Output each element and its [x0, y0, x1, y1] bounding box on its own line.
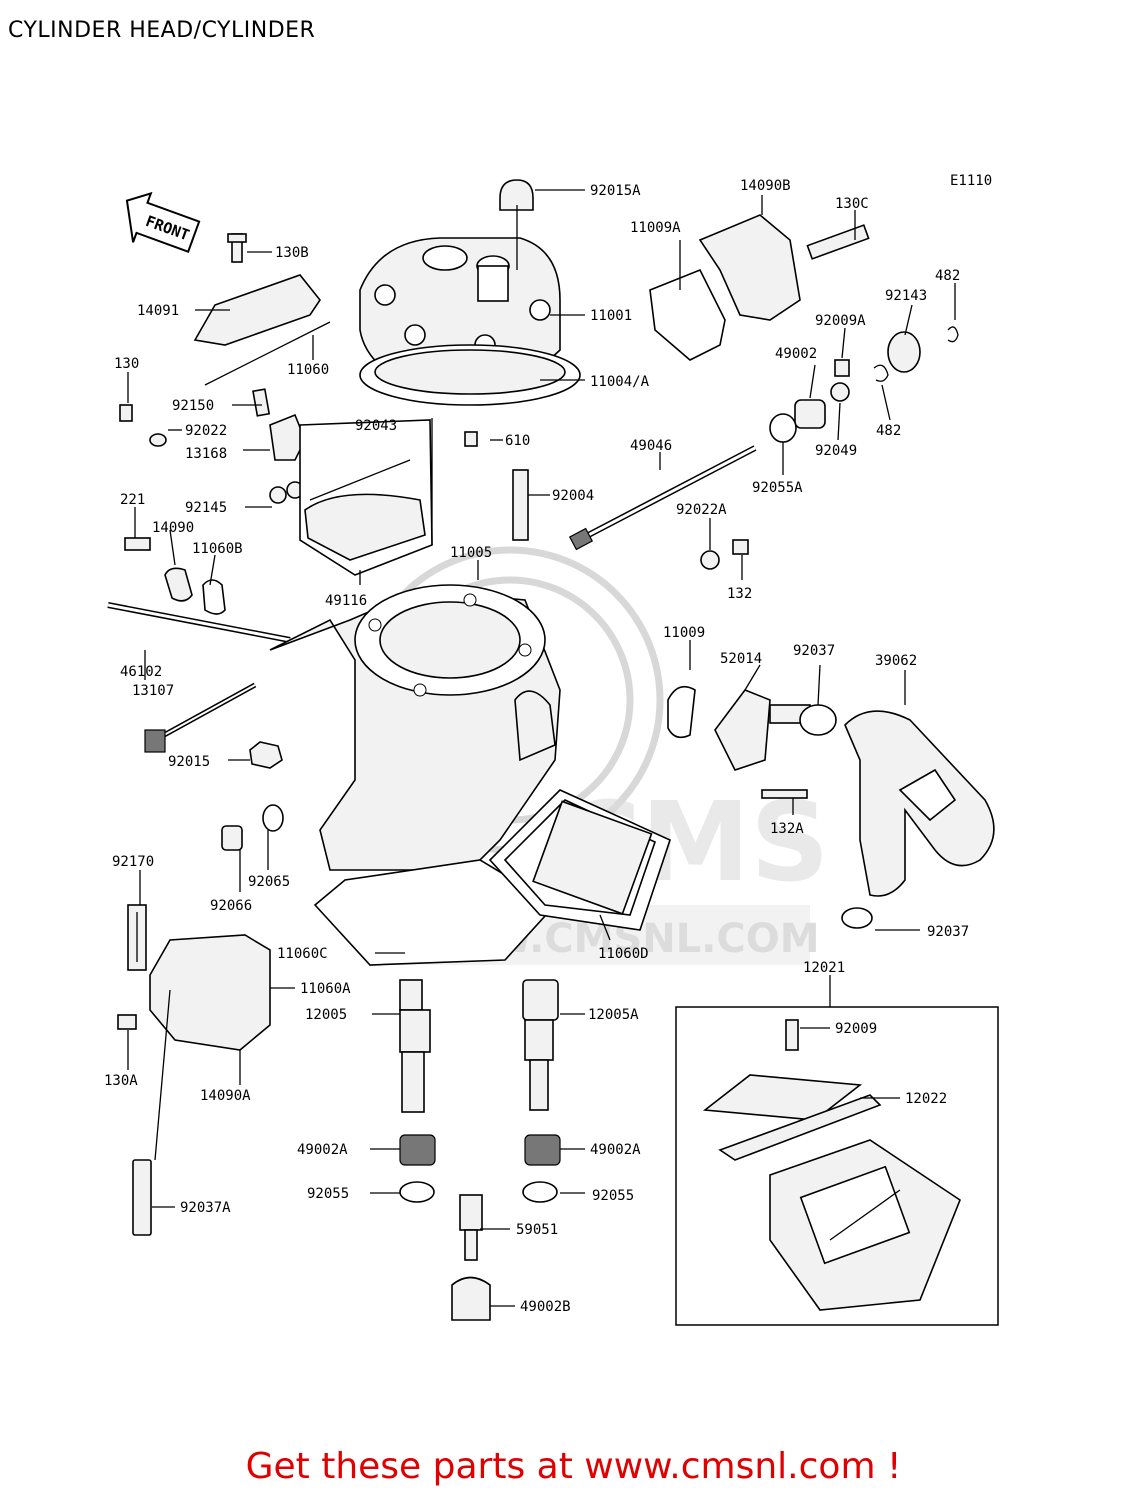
part-label-92022: 92022 [185, 423, 227, 439]
part-label-14090B: 14090B [740, 178, 791, 194]
part-label-130B: 130B [275, 245, 309, 261]
part-label-92015A: 92015A [590, 183, 641, 199]
part-label-92037-bottom: 92037 [927, 924, 969, 940]
part-label-49002A-left: 49002A [297, 1142, 348, 1158]
part-label-92066: 92066 [210, 898, 252, 914]
part-label-92055-right: 92055 [592, 1188, 634, 1204]
part-label-11004A: 11004/A [590, 374, 650, 390]
part-label-49002B: 49002B [520, 1299, 571, 1315]
part-label-92043: 92043 [355, 418, 397, 434]
lower-left-parts [117, 904, 271, 1236]
part-label-92065: 92065 [248, 874, 290, 890]
part-label-11060D: 11060D [598, 946, 649, 962]
cylinder-head [359, 179, 581, 406]
part-label-92055A: 92055A [752, 480, 803, 496]
part-label-59051: 59051 [516, 1222, 558, 1238]
diagram-code: E1110 [950, 173, 992, 189]
part-label-11060A: 11060A [300, 981, 351, 997]
part-label-610: 610 [505, 433, 530, 449]
part-label-49046: 49046 [630, 438, 672, 454]
part-label-14090: 14090 [152, 520, 194, 536]
part-label-92004: 92004 [552, 488, 594, 504]
part-label-132A: 132A [770, 821, 804, 837]
footer-link[interactable]: Get these parts at www.cmsnl.com ! [245, 1446, 902, 1487]
part-label-92037A: 92037A [180, 1200, 231, 1216]
part-label-11001: 11001 [590, 308, 632, 324]
part-label-92009: 92009 [835, 1021, 877, 1037]
part-label-11060C: 11060C [277, 946, 328, 962]
part-label-92015: 92015 [168, 754, 210, 770]
page-title: CYLINDER HEAD/CYLINDER [8, 18, 316, 43]
part-label-92049: 92049 [815, 443, 857, 459]
part-label-12021: 12021 [803, 960, 845, 976]
leader-lines [127, 189, 956, 1307]
reed-valve-box [675, 1006, 999, 1326]
part-label-49116: 49116 [325, 593, 367, 609]
part-label-92009A: 92009A [815, 313, 866, 329]
part-label-132: 132 [727, 586, 752, 602]
cylinder-body [269, 419, 671, 966]
part-label-92150: 92150 [172, 398, 214, 414]
part-label-14090A: 14090A [200, 1088, 251, 1104]
part-label-11005: 11005 [450, 545, 492, 561]
part-label-49002A-right: 49002A [590, 1142, 641, 1158]
part-label-92143: 92143 [885, 288, 927, 304]
lower-middle-parts [399, 979, 561, 1321]
part-label-92170: 92170 [112, 854, 154, 870]
part-label-11060: 11060 [287, 362, 329, 378]
part-label-482-bottom: 482 [876, 423, 901, 439]
part-label-130: 130 [114, 356, 139, 372]
part-label-11009A: 11009A [630, 220, 681, 236]
part-label-11009: 11009 [663, 625, 705, 641]
part-label-130C: 130C [835, 196, 869, 212]
part-label-11060B: 11060B [192, 541, 243, 557]
part-label-39062: 39062 [875, 653, 917, 669]
part-label-92055-left: 92055 [307, 1186, 349, 1202]
part-label-130A: 130A [104, 1073, 138, 1089]
part-label-92145: 92145 [185, 500, 227, 516]
right-middle-parts [667, 539, 995, 929]
part-label-46102: 46102 [120, 664, 162, 680]
part-labels: 92015A 14090B 130C 11009A 482 92143 130B… [104, 178, 969, 1315]
part-label-14091: 14091 [137, 303, 179, 319]
part-label-92022A: 92022A [676, 502, 727, 518]
part-label-12022: 12022 [905, 1091, 947, 1107]
part-label-221: 221 [120, 492, 145, 508]
part-label-52014: 52014 [720, 651, 762, 667]
part-label-13168: 13168 [185, 446, 227, 462]
part-label-12005A: 12005A [588, 1007, 639, 1023]
front-arrow-icon: FRONT [125, 191, 201, 253]
upper-right-parts [568, 214, 959, 551]
part-label-12005: 12005 [305, 1007, 347, 1023]
part-label-482-top: 482 [935, 268, 960, 284]
part-label-92037-top: 92037 [793, 643, 835, 659]
part-label-13107: 13107 [132, 683, 174, 699]
part-label-49002: 49002 [775, 346, 817, 362]
